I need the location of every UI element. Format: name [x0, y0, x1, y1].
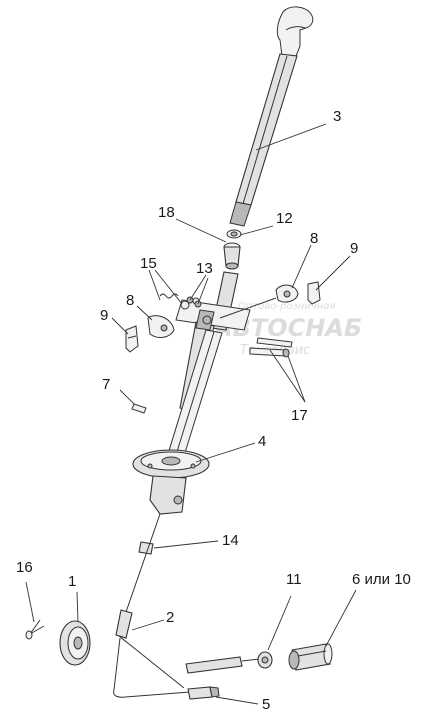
part-7-pin	[131, 403, 147, 414]
leader-lines	[25, 123, 357, 705]
callout-6-or-10: 6 или 10	[352, 571, 411, 588]
callout-3: 3	[333, 108, 341, 125]
part-4-column-bracket	[167, 271, 251, 457]
callout-11: 11	[286, 571, 302, 588]
callout-13: 13	[196, 260, 213, 277]
part-17-pins	[219, 297, 293, 358]
callout-9-right: 9	[350, 240, 358, 257]
callout-labels: 3 18 12 8 9 15 13 8 9 7 17 4 14 16 1 11 …	[16, 108, 411, 713]
callout-18: 18	[158, 204, 175, 221]
part-14-clamp	[138, 541, 154, 555]
callout-1: 1	[68, 573, 76, 590]
part-9-left-clip	[125, 325, 139, 353]
callout-5: 5	[262, 696, 270, 713]
cable-rod	[185, 656, 261, 674]
callout-9-left: 9	[100, 307, 108, 324]
callout-7: 7	[102, 376, 110, 393]
part-15-spring	[159, 293, 179, 299]
callout-17: 17	[291, 407, 308, 424]
callout-16: 16	[16, 559, 33, 576]
callout-14: 14	[222, 532, 239, 549]
watermark-line-1: Оптово-розничная	[238, 301, 335, 312]
callout-2: 2	[166, 609, 174, 626]
part-16-cotter-pin	[25, 619, 45, 640]
part-11-nut	[257, 651, 273, 669]
callout-12: 12	[276, 210, 293, 227]
part-18-sleeve	[223, 242, 241, 270]
callout-4: 4	[258, 433, 266, 450]
callout-15: 15	[140, 255, 157, 272]
part-2-cable	[113, 513, 191, 698]
part-6-or-10-fork	[288, 643, 333, 671]
part-4-flange	[132, 449, 210, 515]
callout-8-right: 8	[310, 230, 318, 247]
part-8-left-lever	[147, 315, 175, 338]
callout-8-left: 8	[126, 292, 134, 309]
part-1-pulley	[59, 620, 91, 666]
part-12-washer	[226, 229, 242, 239]
part-8-right-lever	[275, 284, 299, 303]
part-9-right-clip	[307, 281, 321, 305]
part-5-end-fitting	[187, 686, 220, 700]
part-3-handle-rod	[229, 6, 314, 227]
